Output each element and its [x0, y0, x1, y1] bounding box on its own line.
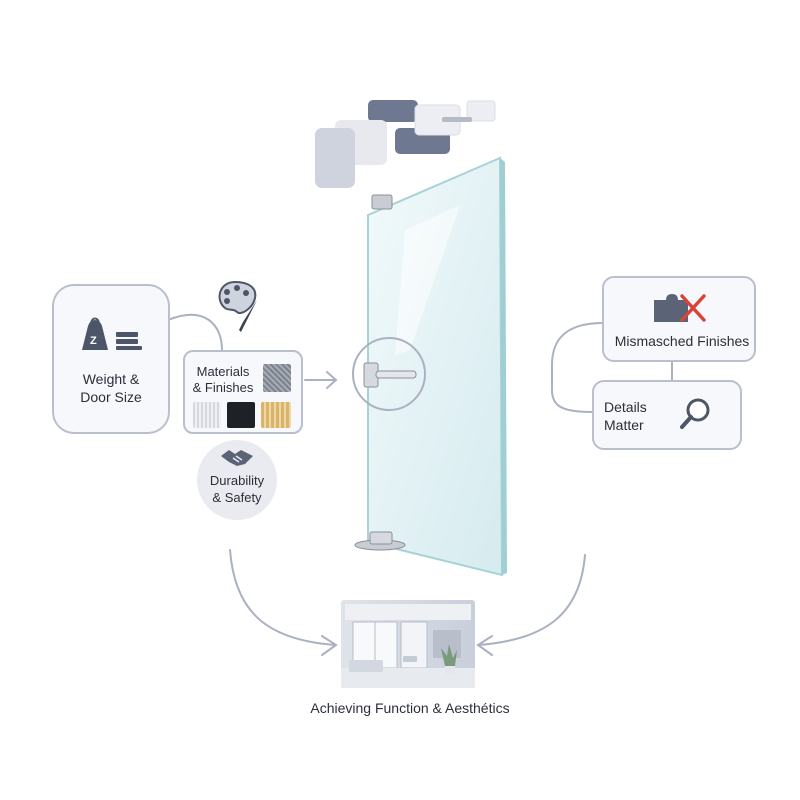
materials-finishes-card: Materials & Finishes	[183, 350, 303, 434]
interior-room-image	[341, 600, 475, 688]
details-matter-card: Details Matter	[592, 380, 742, 450]
weight-card-line2: Door Size	[80, 389, 142, 405]
floating-swatches	[315, 100, 496, 188]
handshake-icon	[221, 450, 253, 466]
door-handle-icon	[363, 362, 417, 388]
arrow-to-door-head	[326, 371, 338, 389]
swatch-mid-1	[315, 128, 355, 188]
brush-icon	[239, 300, 257, 332]
materials-card-label: Materials & Finishes	[187, 364, 259, 396]
swatch-bar	[442, 117, 472, 122]
puzzle-x-icon	[654, 294, 706, 322]
arrow-left-curve-head	[321, 635, 338, 656]
swatch-brushed-steel	[263, 364, 291, 392]
connector-right-bracket	[551, 322, 604, 413]
details-label: Details Matter	[604, 398, 674, 434]
door-edge	[500, 158, 507, 575]
mismatched-finishes-card: Mismasched Finishes	[602, 276, 756, 362]
glass-door	[354, 156, 507, 577]
search-icon	[680, 398, 710, 429]
durability-line2: & Safety	[212, 490, 262, 505]
swatch-satin-silver	[193, 402, 221, 428]
bottom-hinge	[369, 531, 393, 545]
details-line1: Details	[604, 399, 647, 415]
swatch-oak-gold	[261, 402, 291, 428]
swatch-light-3	[466, 100, 496, 122]
materials-card-line2: & Finishes	[192, 380, 254, 395]
materials-card-line1: Materials	[196, 364, 250, 379]
durability-line1: Durability	[209, 473, 265, 488]
durability-label: Durability & Safety	[197, 472, 277, 506]
svg-text:Z: Z	[90, 335, 97, 347]
glass-reflection	[395, 205, 460, 355]
arrow-left-curve	[229, 549, 336, 646]
details-line2: Matter	[604, 417, 644, 433]
arrow-right-curve-head	[476, 635, 493, 656]
swatch-matte-black	[227, 402, 255, 428]
weight-door-size-card: Z Weight & Door Size	[52, 284, 170, 434]
top-hinge	[371, 194, 393, 210]
swatch-dark-1	[368, 100, 418, 122]
weight-card-line1: Weight &	[82, 371, 140, 387]
weight-icon: Z	[82, 317, 142, 350]
arrow-right-curve	[477, 554, 586, 646]
durability-safety-badge: Durability & Safety	[197, 440, 277, 520]
weight-card-label: Weight & Door Size	[54, 370, 168, 406]
palette-icon	[218, 280, 257, 332]
bottom-caption: Achieving Function & Aesthétics	[310, 700, 510, 716]
handle-zoom-circle	[352, 337, 426, 411]
mismatch-label: Mismasched Finishes	[614, 333, 750, 349]
connector-weight-materials	[167, 313, 223, 351]
